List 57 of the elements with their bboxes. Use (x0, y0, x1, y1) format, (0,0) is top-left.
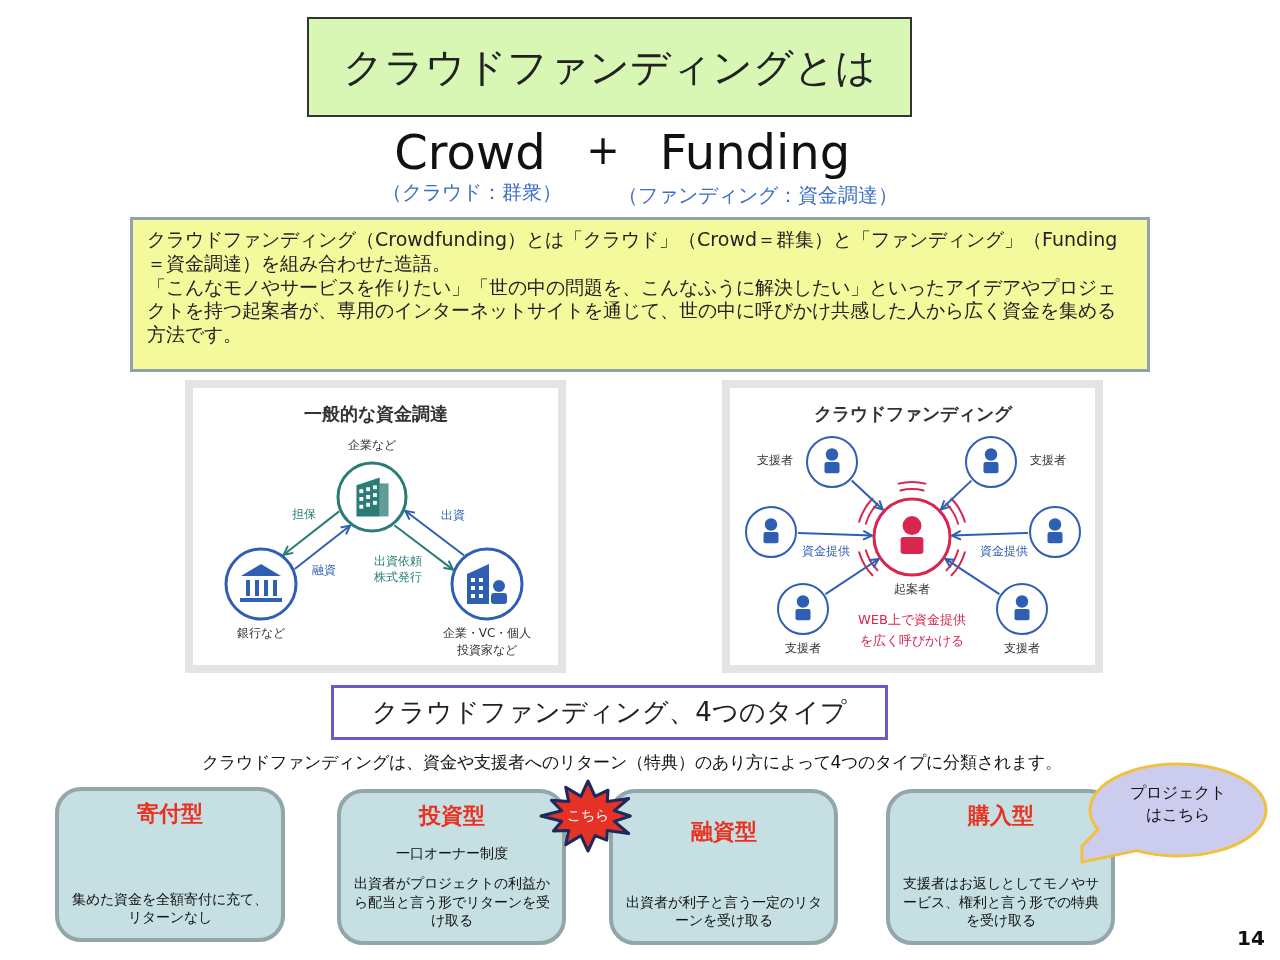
card-text: 一口オーナー制度 (395, 843, 508, 862)
page-number: 14 (1237, 926, 1265, 950)
definition-box (130, 217, 1150, 372)
edge-label: 資金提供 (978, 542, 1030, 560)
arrow (282, 510, 341, 556)
edge-label: 融資 (310, 561, 338, 579)
node-label: 支援者 (1003, 640, 1041, 657)
edge-label: 資金提供 (800, 542, 852, 560)
type-card (886, 789, 1115, 945)
paragraph: 「こんなモノやサービスを作りたい」「世の中の問題を、こんなふうに解決したい」といったアイデアやプロジェクトを持つ起案者が、専用のインターネットサイトを通じて、世の中に呼びかけ共感した人から広く資金を集める方法です。 (147, 275, 1117, 347)
card-title: 投資型 (418, 802, 485, 830)
card-text: 出資者がプロジェクトの利益から配当と言う形でリターンを受け取る (353, 874, 550, 929)
arrow (293, 524, 352, 570)
diagram-panel (185, 380, 566, 673)
badge-text: こちら (566, 807, 610, 825)
node-label: 企業・VC・個人投資家など (441, 625, 533, 659)
card-title: 寄付型 (137, 800, 203, 828)
arrow (850, 479, 884, 511)
section-heading-box (331, 685, 888, 740)
arrow (951, 529, 1029, 541)
arrow (944, 557, 1001, 596)
card-text: 集めた資金を全額寄付に充て、リターンなし (71, 889, 269, 926)
arrow (797, 529, 873, 541)
title-box (307, 17, 912, 117)
arrow (393, 524, 454, 571)
type-card (55, 787, 285, 942)
edge-label: 出資 (439, 506, 467, 524)
description-text: クラウドファンディングは、資金や支援者へのリターン（特典）のあり方によって4つのタイプに分類されます。 (201, 750, 1063, 774)
heading-word: Crowd (394, 124, 546, 180)
node-label: 銀行など (236, 625, 286, 642)
subtitle-text: （ファンディング：資金調達） (618, 181, 898, 209)
node-label: 支援者 (756, 452, 794, 469)
node-label: 起案者 (893, 581, 931, 598)
bubble-text: プロジェクトはこちら (1129, 782, 1227, 827)
subtitle-text: （クラウド：群衆） (382, 178, 562, 206)
diagram-panel (722, 380, 1103, 673)
arrow (824, 558, 880, 596)
node-label: 企業など (347, 437, 397, 454)
card-title: 融資型 (690, 818, 757, 846)
card-text: 支援者はお返しとしてモノやサービス、権利と言う形での特典を受け取る (902, 874, 1099, 929)
paragraph: クラウドファンディング（Crowdfunding）とは「クラウド」（Crowd＝群集）と「ファンディング」（Funding＝資金調達）を組み合わせた造語。 (147, 228, 1119, 276)
type-card (337, 789, 566, 945)
heading-text: クラウドファンディング、4つのタイプ (372, 696, 847, 729)
type-card (609, 789, 838, 945)
heading-text: クラウドファンディングとは (343, 43, 876, 92)
node-label: 支援者 (1029, 452, 1067, 469)
heading-word: Funding (659, 124, 851, 180)
edge-label: 担保 (290, 505, 318, 523)
callout-text: WEB上で資金提供を広く呼びかける (857, 611, 967, 650)
panel-heading: 一般的な資金調達 (302, 402, 449, 426)
arrow (404, 509, 465, 557)
card-title: 購入型 (967, 802, 1034, 830)
card-text: 出資者が利子と言う一定のリターンを受け取る (625, 892, 822, 929)
panel-heading: クラウドファンディング (812, 402, 1014, 426)
arrow (940, 479, 973, 511)
node-label: 支援者 (784, 640, 822, 657)
plus-sign: + (586, 127, 620, 173)
